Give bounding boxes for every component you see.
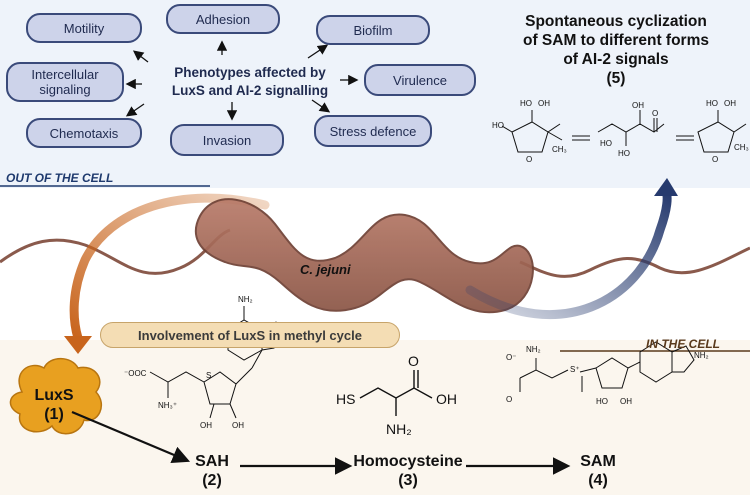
organism-label: C. jejuni [300, 262, 351, 277]
methyl-cycle-banner: Involvement of LuxS in methyl cycle [100, 322, 400, 348]
adhesion-label: Adhesion [195, 11, 251, 27]
svg-text:O: O [712, 155, 718, 164]
svg-text:O: O [408, 353, 419, 369]
sam-step: SAM (4) [568, 452, 628, 490]
svg-text:OH: OH [232, 421, 244, 430]
navy-arrow [465, 187, 672, 319]
svg-text:O: O [526, 155, 532, 164]
svg-text:CH₃: CH₃ [552, 145, 567, 154]
orange-arrow-head [64, 336, 92, 354]
pill-chemotaxis: Chemotaxis [26, 118, 142, 148]
svg-text:HO: HO [520, 99, 532, 108]
chemotaxis-label: Chemotaxis [49, 125, 119, 141]
ai2-atom-labels: HO OH HO CH₃ O HO OH HO O HO OH O CH₃ [492, 99, 749, 164]
sah-structure [149, 306, 285, 419]
cyclization-title-line-2: of SAM to different forms [523, 32, 709, 49]
arrow-luxs-to-sah [71, 410, 191, 463]
svg-text:OH: OH [436, 391, 457, 407]
svg-text:OH: OH [538, 99, 550, 108]
svg-text:OH: OH [632, 101, 644, 110]
svg-text:⁻OOC: ⁻OOC [124, 369, 147, 378]
svg-text:NH₂: NH₂ [238, 295, 253, 304]
svg-text:O: O [652, 109, 658, 118]
svg-text:O⁻: O⁻ [506, 353, 516, 362]
svg-text:HO: HO [596, 397, 608, 406]
sam-atom-labels: O⁻ NH₂ O S⁺ NH₂ HO OH [506, 345, 709, 406]
homocysteine-number: (3) [398, 472, 418, 489]
svg-text:NH₃⁺: NH₃⁺ [158, 401, 177, 410]
ai2-structures [501, 110, 747, 153]
in-cell-label: IN THE CELL [646, 337, 720, 351]
invasion-label: Invasion [202, 132, 252, 148]
homocysteine-step: Homocysteine (3) [350, 452, 466, 490]
motility-label: Motility [63, 20, 105, 36]
intercellular-label-1: Intercellular [31, 67, 99, 82]
svg-text:HS: HS [336, 391, 355, 407]
arrow-to-stress [311, 99, 331, 113]
svg-text:S: S [206, 371, 211, 380]
svg-text:O: O [506, 395, 512, 404]
arrow-to-chemotaxis [125, 103, 145, 117]
biofilm-label: Biofilm [353, 22, 393, 38]
homocysteine-atom-labels: HS O OH NH₂ [336, 353, 457, 437]
luxs-number: (1) [44, 406, 64, 423]
svg-text:OH: OH [724, 99, 736, 108]
sah-step: SAH (2) [182, 452, 242, 490]
virulence-label: Virulence [393, 72, 447, 88]
cyclization-number: (5) [606, 70, 626, 87]
pill-invasion: Invasion [170, 124, 284, 156]
sam-name: SAM [580, 453, 616, 470]
pill-adhesion: Adhesion [166, 4, 280, 34]
cyclization-title: Spontaneous cyclization of SAM to differ… [497, 12, 735, 88]
svg-text:OH: OH [620, 397, 632, 406]
sah-number: (2) [202, 472, 222, 489]
pill-virulence: Virulence [364, 64, 476, 96]
arrow-to-biofilm [307, 44, 329, 59]
out-of-cell-label: OUT OF THE CELL [6, 171, 114, 185]
homocysteine-name: Homocysteine [353, 453, 463, 470]
sah-name: SAH [195, 453, 229, 470]
svg-text:HO: HO [706, 99, 718, 108]
sam-number: (4) [588, 472, 608, 489]
navy-arrow-head [654, 178, 678, 196]
methyl-cycle-label: Involvement of LuxS in methyl cycle [138, 327, 362, 343]
arrow-to-motility [132, 50, 149, 63]
sah-atom-labels: ⁻OOC NH₃⁺ S NH₂ OH OH [124, 295, 253, 430]
orange-arrow [69, 193, 270, 343]
center-title-line-1: Phenotypes affected by [174, 65, 326, 80]
cyclization-title-line-1: Spontaneous cyclization [525, 13, 707, 30]
svg-text:NH₂: NH₂ [694, 351, 709, 360]
intercellular-label-2: signaling [39, 82, 91, 97]
bacterium [195, 198, 534, 314]
svg-text:CH₃: CH₃ [734, 143, 749, 152]
svg-text:HO: HO [600, 139, 612, 148]
pill-motility: Motility [26, 13, 142, 43]
svg-text:NH₂: NH₂ [386, 421, 412, 437]
svg-text:HO: HO [492, 121, 504, 130]
phenotypes-center-title: Phenotypes affected by LuxS and AI-2 sig… [152, 64, 348, 100]
luxs-label: LuxS (1) [14, 386, 94, 424]
cyclization-title-line-3: of AI-2 signals [563, 51, 669, 68]
luxs-name: LuxS [34, 387, 74, 404]
stress-label: Stress defence [329, 123, 417, 139]
svg-text:S⁺: S⁺ [570, 365, 580, 374]
sam-structure [519, 341, 695, 392]
pill-biofilm: Biofilm [316, 15, 430, 45]
svg-text:OH: OH [200, 421, 212, 430]
pill-stress: Stress defence [314, 115, 432, 147]
svg-text:NH₂: NH₂ [526, 345, 541, 354]
svg-text:HO: HO [618, 149, 630, 158]
homocysteine-structure [359, 370, 433, 416]
center-title-line-2: LuxS and AI-2 signalling [171, 83, 329, 98]
pill-intercellular: Intercellular signaling [6, 62, 124, 102]
